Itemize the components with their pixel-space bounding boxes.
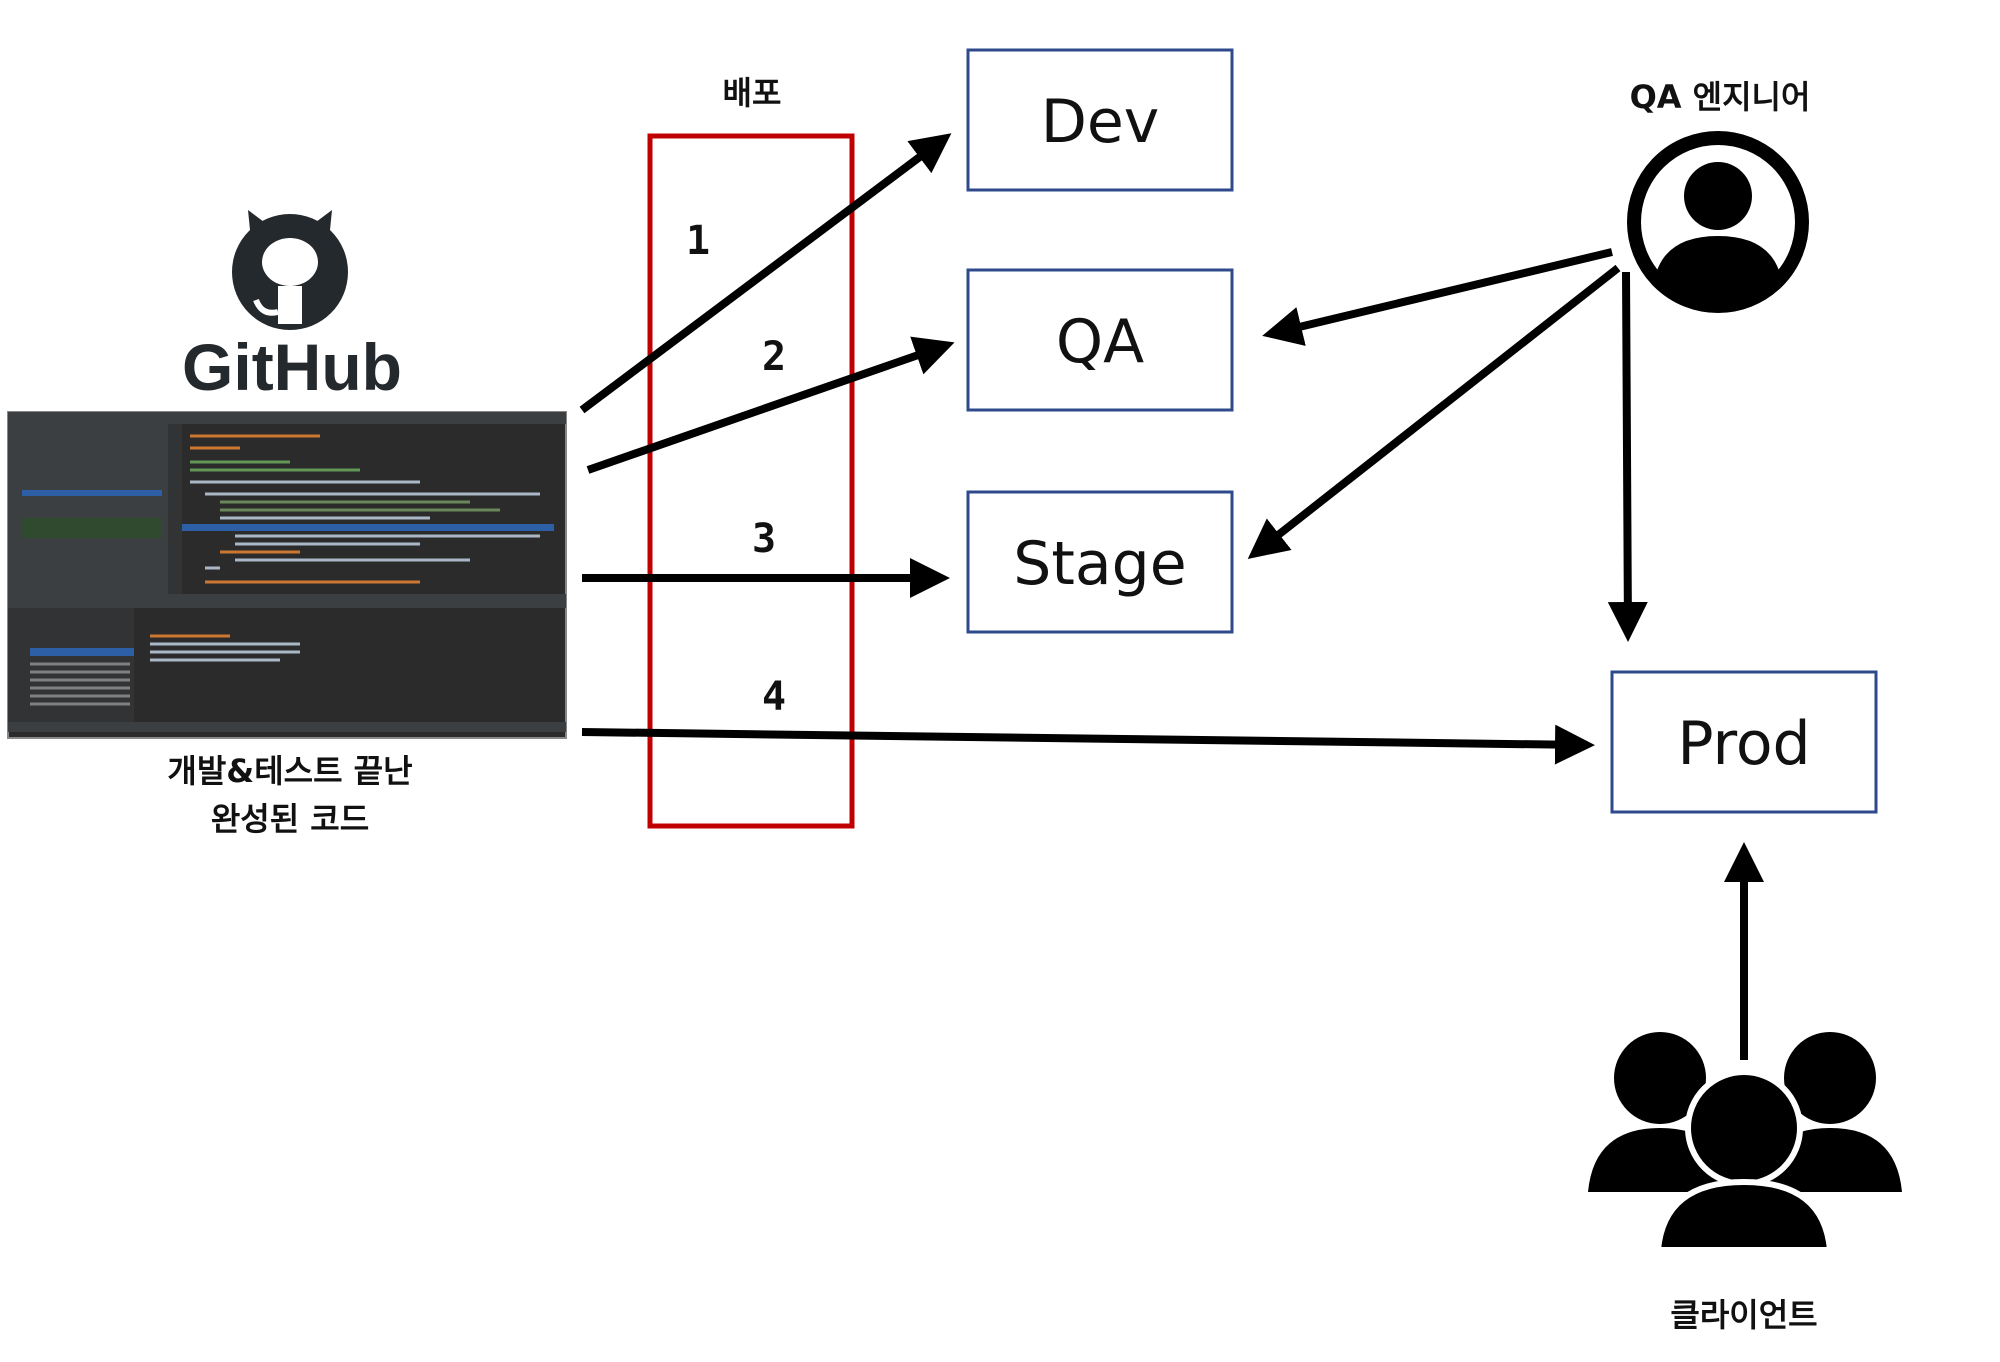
dev-box: Dev (966, 48, 1234, 192)
user-group-icon (1588, 1032, 1902, 1253)
dev-label: Dev (1041, 87, 1160, 157)
arrow-qa-engineer-to-prod (1607, 271, 1648, 642)
deploy-box (647, 133, 855, 829)
stage-label: Stage (1013, 529, 1186, 599)
deploy-label: 배포 (723, 74, 782, 112)
ide-code-lines (190, 434, 540, 584)
client-label: 클라이언트 (1670, 1296, 1817, 1334)
step-3-label: 3 (752, 516, 776, 562)
stage-box: Stage (966, 490, 1234, 634)
ide-debug-lines (30, 634, 300, 706)
step-2-label: 2 (762, 334, 786, 380)
code-caption-line1: 개발&테스트 끝난 (167, 752, 412, 790)
qa-box: QA (966, 268, 1234, 412)
github-octocat-icon (232, 210, 348, 330)
arrow-code-to-qa (586, 336, 955, 474)
arrow-code-to-prod (581, 724, 1595, 765)
arrow-code-to-dev (579, 133, 952, 414)
user-icon (1627, 131, 1809, 313)
ide-screenshot (7, 411, 567, 739)
github-wordmark: GitHub (182, 330, 402, 404)
step-1-label: 1 (686, 218, 710, 264)
prod-label: Prod (1677, 709, 1810, 779)
step-4-label: 4 (762, 674, 786, 720)
code-caption-line2: 완성된 코드 (211, 800, 369, 838)
prod-box: Prod (1610, 670, 1878, 814)
arrow-qa-engineer-to-stage (1247, 264, 1621, 559)
qa-engineer-label: QA 엔지니어 (1630, 78, 1811, 116)
qa-label: QA (1056, 307, 1144, 377)
arrow-qa-engineer-to-qa (1262, 248, 1613, 346)
github-logo: GitHub (182, 210, 402, 404)
